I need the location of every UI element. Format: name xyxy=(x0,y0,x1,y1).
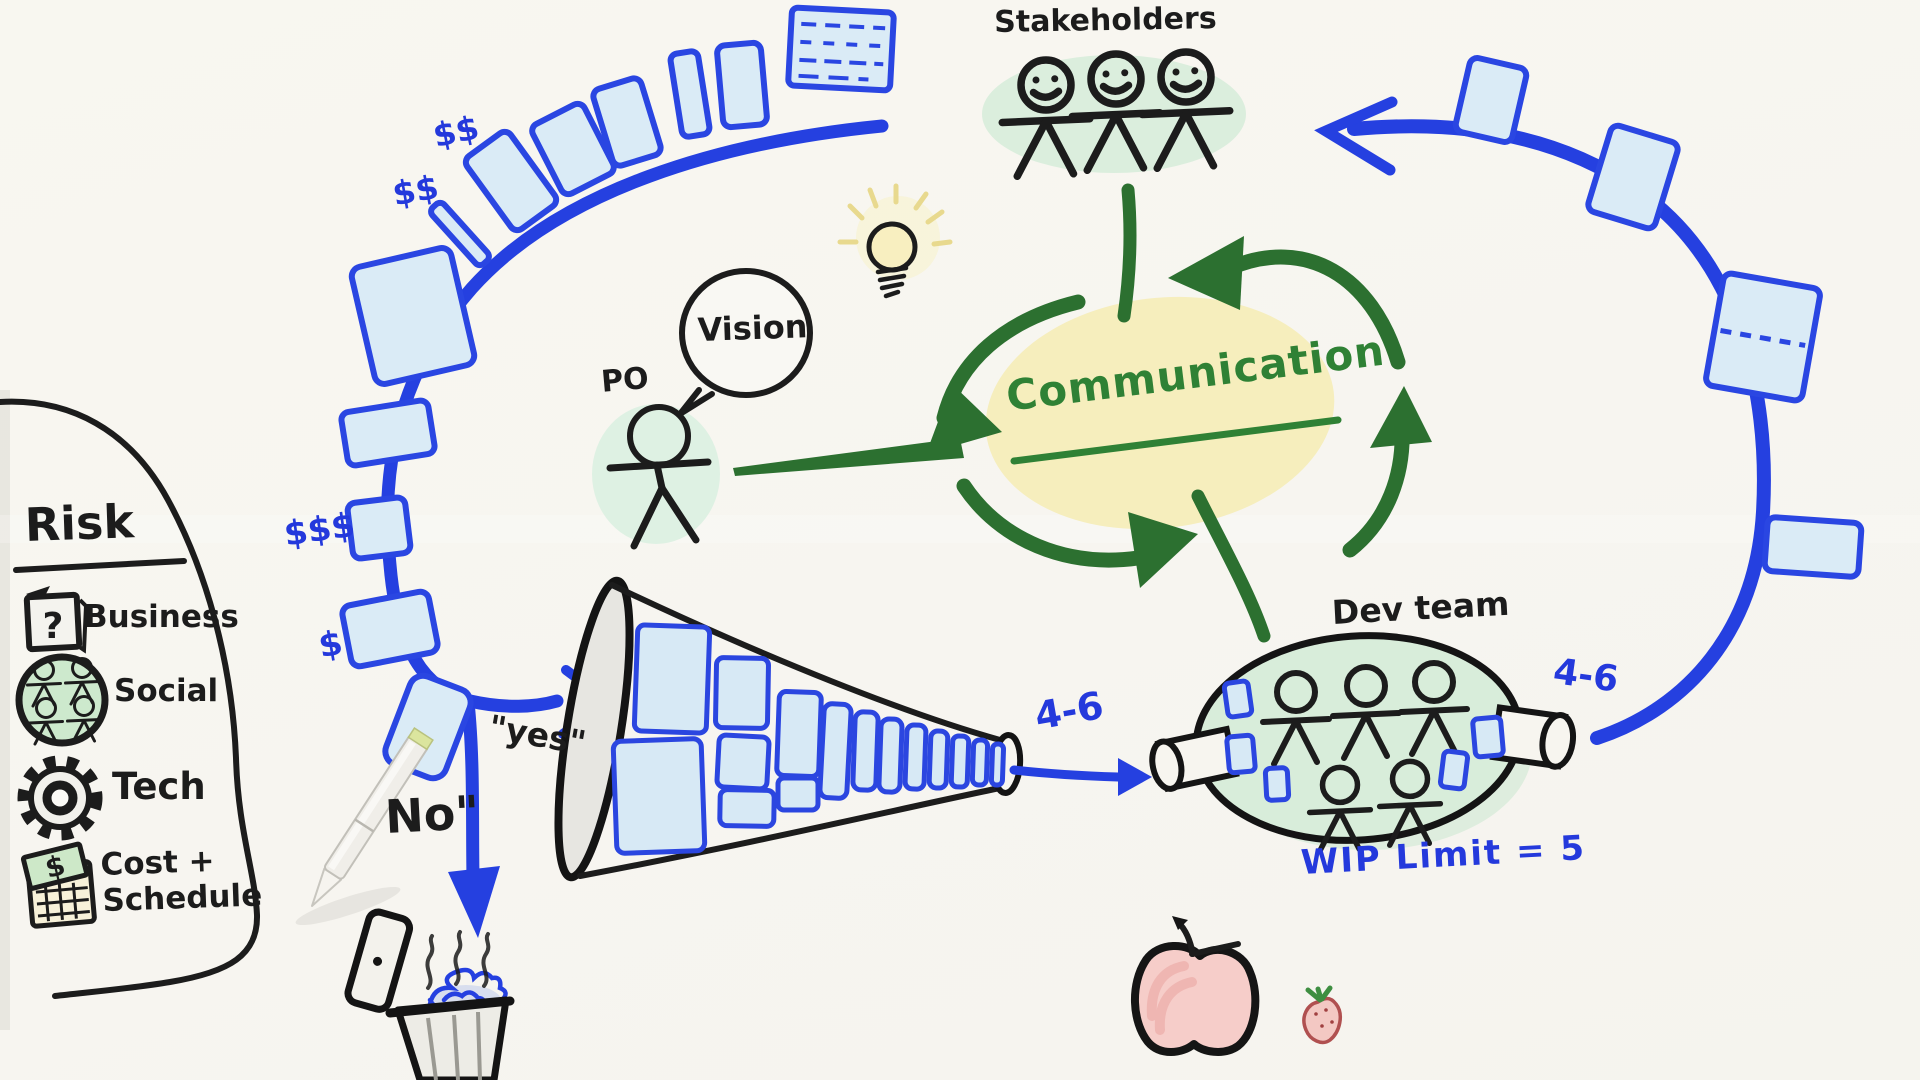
cycle-arc-top xyxy=(1222,249,1406,370)
stink-lines xyxy=(425,930,491,990)
wip-card xyxy=(1221,678,1255,720)
money-label: $$$ xyxy=(281,505,358,555)
risk-title: Risk xyxy=(23,494,135,552)
reject-arrow xyxy=(448,695,500,938)
funnel-card xyxy=(775,775,821,813)
question-glyph: ? xyxy=(43,606,64,647)
story-card xyxy=(344,494,414,562)
vision-label: Vision xyxy=(696,307,809,349)
story-card xyxy=(462,128,560,234)
wip-card xyxy=(1224,732,1258,776)
funnel-card xyxy=(717,787,777,829)
cycle-arc-bottom xyxy=(956,478,1146,568)
risk-item-cost-line2: Schedule xyxy=(101,877,263,919)
risk-item-tech: Tech xyxy=(112,765,206,808)
story-card xyxy=(667,48,713,140)
cycle-arrow-head xyxy=(1168,236,1244,310)
funnel-card xyxy=(714,732,772,792)
funnel xyxy=(554,576,1024,882)
question-book-icon: ? xyxy=(23,586,89,654)
cycle-arrow-head xyxy=(1128,512,1198,588)
funnel-card xyxy=(876,716,905,795)
po-figure xyxy=(606,404,712,550)
funnel-mouth xyxy=(554,576,634,882)
output-pipe xyxy=(1489,704,1577,770)
funnel-card xyxy=(969,737,991,788)
stakeholders-to-communication-line xyxy=(1117,183,1137,323)
pen xyxy=(311,727,434,907)
team-size-label: 4-6 xyxy=(1550,651,1621,701)
gear-icon xyxy=(17,755,103,841)
po-label: PO xyxy=(599,360,651,400)
no-label: No" xyxy=(383,785,481,844)
funnel-card xyxy=(902,722,929,792)
risk-item-business: Business xyxy=(84,599,239,635)
people-icon xyxy=(15,653,109,747)
dev-team-label: Dev team xyxy=(1330,583,1511,632)
story-card xyxy=(1585,122,1681,232)
story-card xyxy=(590,75,664,169)
funnel-card xyxy=(948,733,972,790)
funnel-card xyxy=(631,622,713,736)
money-calendar-icon: $ xyxy=(20,841,97,929)
board-edge-shade xyxy=(0,390,10,1030)
risk-title-underline xyxy=(13,558,187,573)
wip-card xyxy=(1470,714,1506,760)
funnel-card xyxy=(817,701,854,801)
story-card xyxy=(714,39,770,131)
return-arrow-head xyxy=(1314,96,1398,176)
story-card xyxy=(348,245,478,387)
story-card xyxy=(1761,514,1865,580)
story-card xyxy=(338,397,438,469)
risk-item-cost-line1: Cost + xyxy=(99,843,216,883)
cycle-arrow-head xyxy=(926,384,1002,454)
pen-shadow xyxy=(295,886,401,926)
lightbulb-icon xyxy=(837,183,953,299)
funnel-card xyxy=(850,709,881,793)
funnel-card xyxy=(988,741,1007,788)
speech-bubble xyxy=(677,268,813,417)
strawberry-drawing xyxy=(1302,985,1342,1045)
communication-cycle xyxy=(733,183,1432,643)
money-label: $$ xyxy=(429,107,483,156)
communication-to-po-arrow xyxy=(733,438,964,476)
board-sheen xyxy=(0,515,1920,543)
wip-card xyxy=(1262,765,1292,803)
communication-blob xyxy=(985,296,1335,530)
story-card xyxy=(339,588,441,670)
funnel-card xyxy=(713,655,771,731)
funnel-card xyxy=(774,689,824,779)
stakeholders-label: Stakeholders xyxy=(993,1,1217,40)
funnel-rate-label: 4-6 xyxy=(1031,683,1107,739)
story-card xyxy=(428,199,492,269)
trash-can xyxy=(344,908,515,1080)
communication-underline xyxy=(1010,416,1342,465)
cycle-arrow-head xyxy=(1370,386,1432,448)
funnel-card xyxy=(926,728,951,791)
flow-arrow xyxy=(1009,758,1152,796)
wip-card xyxy=(1437,748,1471,792)
risk-item-social: Social xyxy=(114,673,219,709)
apple-drawing xyxy=(1131,916,1260,1056)
risk-outline xyxy=(0,398,261,999)
money-label: $$ xyxy=(389,167,442,214)
funnel-card xyxy=(610,736,708,856)
communication-to-devteam-line xyxy=(1191,489,1271,643)
story-card xyxy=(1452,55,1530,145)
requirements-note-card xyxy=(785,4,897,94)
trash-lid xyxy=(344,908,414,1013)
story-card xyxy=(529,100,617,198)
split-story-card xyxy=(1703,270,1823,404)
